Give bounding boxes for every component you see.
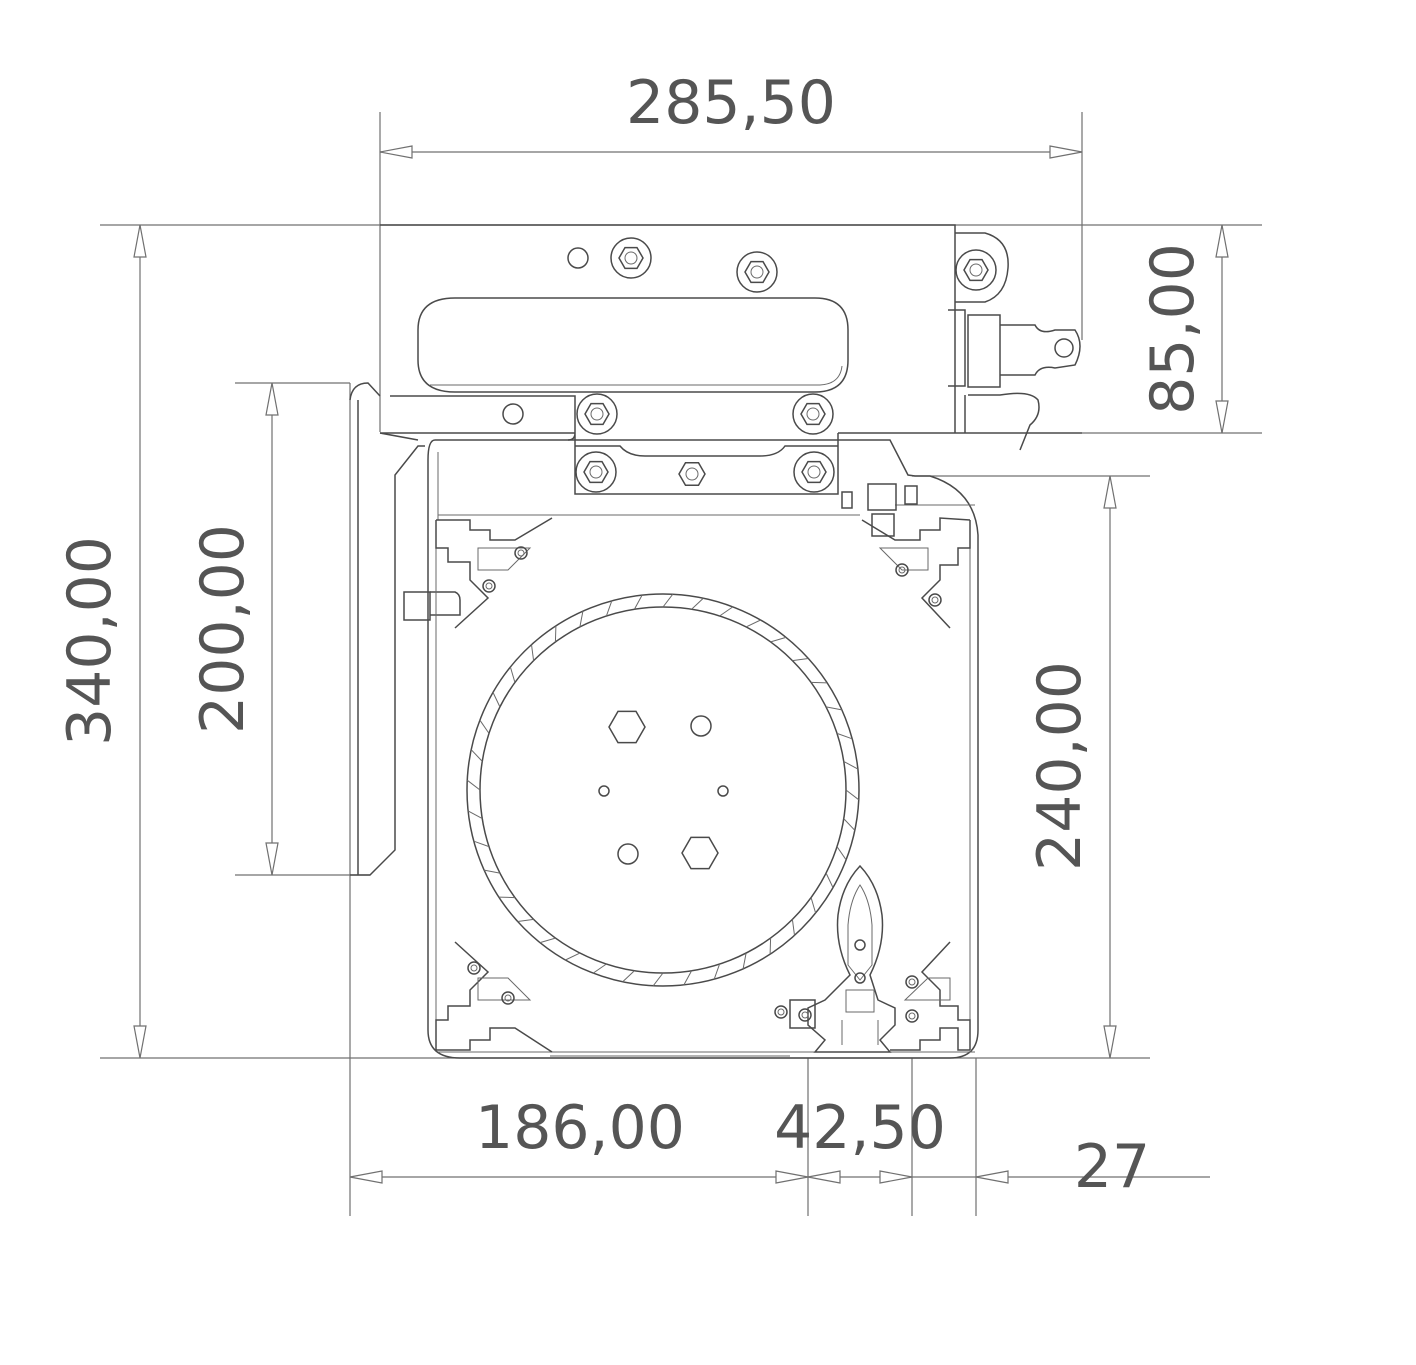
- hatch-line: [742, 953, 747, 969]
- hatch-line: [470, 749, 483, 762]
- bolt-icon: [575, 451, 617, 493]
- cassette-box: [427, 439, 979, 1059]
- roller-tube: [466, 593, 860, 987]
- hatch-line: [811, 681, 828, 684]
- hatch-line: [492, 692, 501, 708]
- bolt-icon: [608, 710, 646, 744]
- bolts: [575, 237, 997, 493]
- bolt-icon: [736, 251, 778, 293]
- dim-top-width: 285,50: [379, 68, 1083, 432]
- bolt-icon: [678, 461, 706, 487]
- hatch-line: [810, 897, 817, 914]
- bolt-icon: [792, 393, 834, 435]
- dim-total-height-label: 340,00: [55, 536, 125, 746]
- hatch-line: [605, 600, 613, 617]
- bolt-icon: [793, 451, 835, 493]
- dim-top-height-label: 85,00: [1138, 243, 1208, 415]
- corner-bottom-right: [890, 941, 971, 1051]
- dim-bracket-height: 200,00: [188, 382, 370, 876]
- hatch-line: [509, 666, 516, 683]
- hatch-line: [791, 919, 795, 936]
- hatch-line: [498, 896, 515, 899]
- hatch-line: [683, 970, 693, 986]
- hatch-line: [745, 619, 761, 628]
- hatch-line: [592, 963, 607, 974]
- plate-slot: [417, 297, 849, 393]
- dim-bottom-mid-label: 42,50: [774, 1093, 946, 1163]
- dim-total-height: 340,00: [55, 224, 1150, 1059]
- hatch-line: [579, 611, 584, 627]
- dim-top-width-label: 285,50: [626, 68, 836, 138]
- hatch-line: [467, 810, 483, 820]
- hatch-line: [539, 937, 556, 944]
- front-bar-profile: [774, 864, 896, 1053]
- corner-top-right: [861, 517, 971, 629]
- top-mounting-plate: [380, 224, 1082, 495]
- hatch-line: [531, 644, 535, 661]
- hatch-line: [473, 840, 490, 848]
- hatch-line: [479, 719, 490, 734]
- hatch-line: [713, 963, 721, 980]
- corner-bottom-left: [435, 941, 553, 1053]
- bolt-icon: [681, 836, 719, 870]
- hatch-line: [633, 594, 643, 610]
- bolt-icon: [955, 249, 997, 291]
- hatch-line: [792, 658, 809, 662]
- hatch-line: [845, 789, 860, 801]
- hatch-line: [622, 970, 635, 983]
- corner-top-left: [435, 517, 553, 629]
- dim-box-height: 240,00: [912, 475, 1150, 1059]
- tube-hatching: [466, 593, 860, 987]
- hatch-line: [836, 846, 847, 861]
- bolt-icon: [610, 237, 652, 279]
- hatch-line: [769, 938, 772, 955]
- hatch-line: [662, 593, 674, 608]
- hatch-line: [825, 872, 834, 888]
- hatch-line: [719, 606, 734, 617]
- hatch-line: [843, 760, 859, 770]
- corner-profiles: [435, 517, 971, 1053]
- dim-box-height-label: 240,00: [1025, 661, 1095, 871]
- hatch-line: [565, 952, 581, 961]
- hatch-line: [517, 918, 534, 922]
- hatch-line: [466, 779, 481, 791]
- dim-bracket-height-label: 200,00: [188, 524, 258, 734]
- hinge: [955, 232, 1009, 303]
- hatch-line: [826, 706, 842, 711]
- hatch-line: [770, 636, 787, 643]
- hatch-line: [691, 597, 704, 610]
- dim-bottom: 186,00 42,50 27: [349, 383, 1210, 1216]
- hatch-line: [836, 732, 853, 740]
- bolt-icon: [576, 393, 618, 435]
- dim-top-height: 85,00: [955, 224, 1262, 434]
- wall-bracket: [349, 382, 461, 876]
- hatch-line: [554, 625, 557, 642]
- dim-bottom-right-label: 27: [1074, 1132, 1150, 1202]
- hatch-line: [652, 972, 664, 987]
- dim-bottom-left-label: 186,00: [475, 1093, 685, 1163]
- hatch-line: [484, 869, 500, 874]
- hatch-line: [843, 818, 856, 831]
